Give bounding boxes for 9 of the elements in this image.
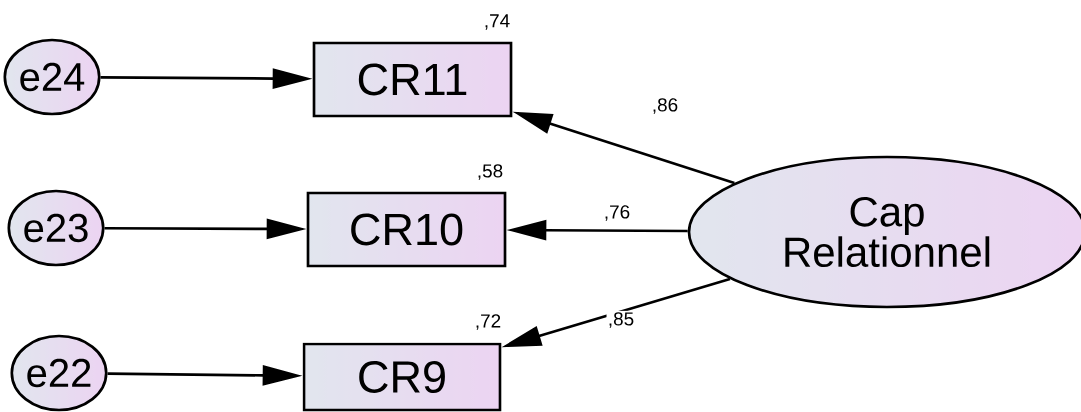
value-label: ,72 — [476, 314, 501, 330]
value-label: ,58 — [478, 164, 503, 180]
value-label: ,74 — [485, 14, 510, 30]
edge-label: ,86 — [650, 96, 680, 116]
variable-box: CR10 — [306, 191, 507, 268]
edge-label: ,85 — [606, 310, 636, 330]
edge-label: ,76 — [602, 203, 632, 223]
variable-box: CR9 — [302, 342, 502, 412]
variable-box: CR11 — [312, 41, 513, 118]
